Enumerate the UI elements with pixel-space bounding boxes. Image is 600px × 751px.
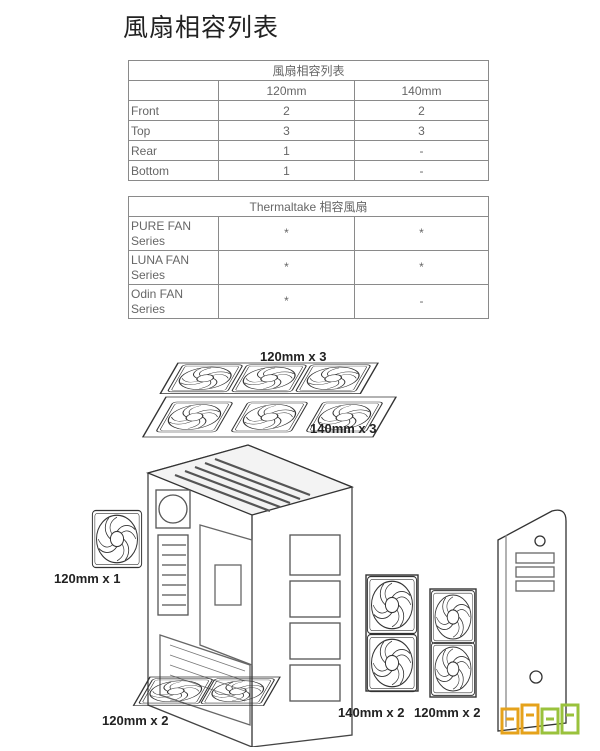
row-label: Front [128, 100, 219, 121]
row-label: Odin FAN Series [128, 284, 219, 319]
cell-140mm: - [354, 140, 489, 161]
top-140mm-fans [141, 396, 398, 438]
cell-120mm: 1 [218, 140, 355, 161]
table-row: LUNA FAN Series * * [128, 250, 490, 285]
table-row: Bottom 1 - [128, 160, 489, 181]
row-label: PURE FAN Series [128, 216, 219, 251]
thermaltake-fan-table: Thermaltake 相容風扇 PURE FAN Series * * LUN… [127, 196, 490, 319]
cell-140mm: * [353, 250, 490, 285]
column-header-140mm: 140mm [354, 80, 489, 101]
cell-120mm: 1 [218, 160, 355, 181]
cell-140mm: * [353, 216, 490, 251]
fan-compat-table: 風扇相容列表 120mm 140mm Front 2 2 Top 3 3 Rea… [128, 60, 489, 181]
label-front-140mm: 140mm x 2 [338, 705, 405, 720]
bottom-120mm-fans [132, 676, 281, 706]
label-top-140mm: 140mm x 3 [310, 421, 377, 436]
case-exploded-illustration [91, 362, 567, 748]
label-top-120mm: 120mm x 3 [260, 349, 327, 364]
cell-140mm: - [354, 160, 489, 181]
cell-120mm: * [218, 216, 355, 251]
site-watermark-logo [498, 695, 594, 743]
fan-placement-diagram: 120mm x 3 140mm x 3 120mm x 1 120mm x 2 … [0, 335, 600, 748]
front-120mm-fans [429, 588, 477, 698]
front-140mm-fans [365, 574, 419, 693]
tt-table-caption: Thermaltake 相容風扇 [127, 196, 490, 217]
case-body [145, 444, 355, 748]
row-label: Top [128, 120, 219, 141]
label-rear-120mm: 120mm x 1 [54, 571, 121, 586]
fan-table-caption: 風扇相容列表 [128, 60, 489, 81]
column-header-120mm: 120mm [218, 80, 355, 101]
table-row: PURE FAN Series * * [128, 216, 490, 251]
cell-120mm: 3 [218, 120, 355, 141]
cell-140mm: 2 [354, 100, 489, 121]
front-panel [497, 509, 567, 732]
row-label: LUNA FAN Series [128, 250, 219, 285]
cell-120mm: 2 [218, 100, 355, 121]
label-bottom-120mm: 120mm x 2 [102, 713, 169, 728]
page-title: 風扇相容列表 [123, 13, 280, 42]
table-row: Front 2 2 [128, 100, 489, 121]
table-row: Odin FAN Series * - [128, 284, 490, 319]
cell-120mm: * [218, 284, 355, 319]
row-label: Bottom [128, 160, 219, 181]
rear-120mm-fan [91, 509, 143, 569]
cell-120mm: * [218, 250, 355, 285]
row-label: Rear [128, 140, 219, 161]
label-front-120mm: 120mm x 2 [414, 705, 481, 720]
cell-140mm: 3 [354, 120, 489, 141]
top-120mm-fans [159, 362, 380, 394]
table-row: Top 3 3 [128, 120, 489, 141]
cell-140mm: - [353, 284, 490, 319]
table-row: Rear 1 - [128, 140, 489, 161]
column-header-empty [128, 80, 219, 101]
